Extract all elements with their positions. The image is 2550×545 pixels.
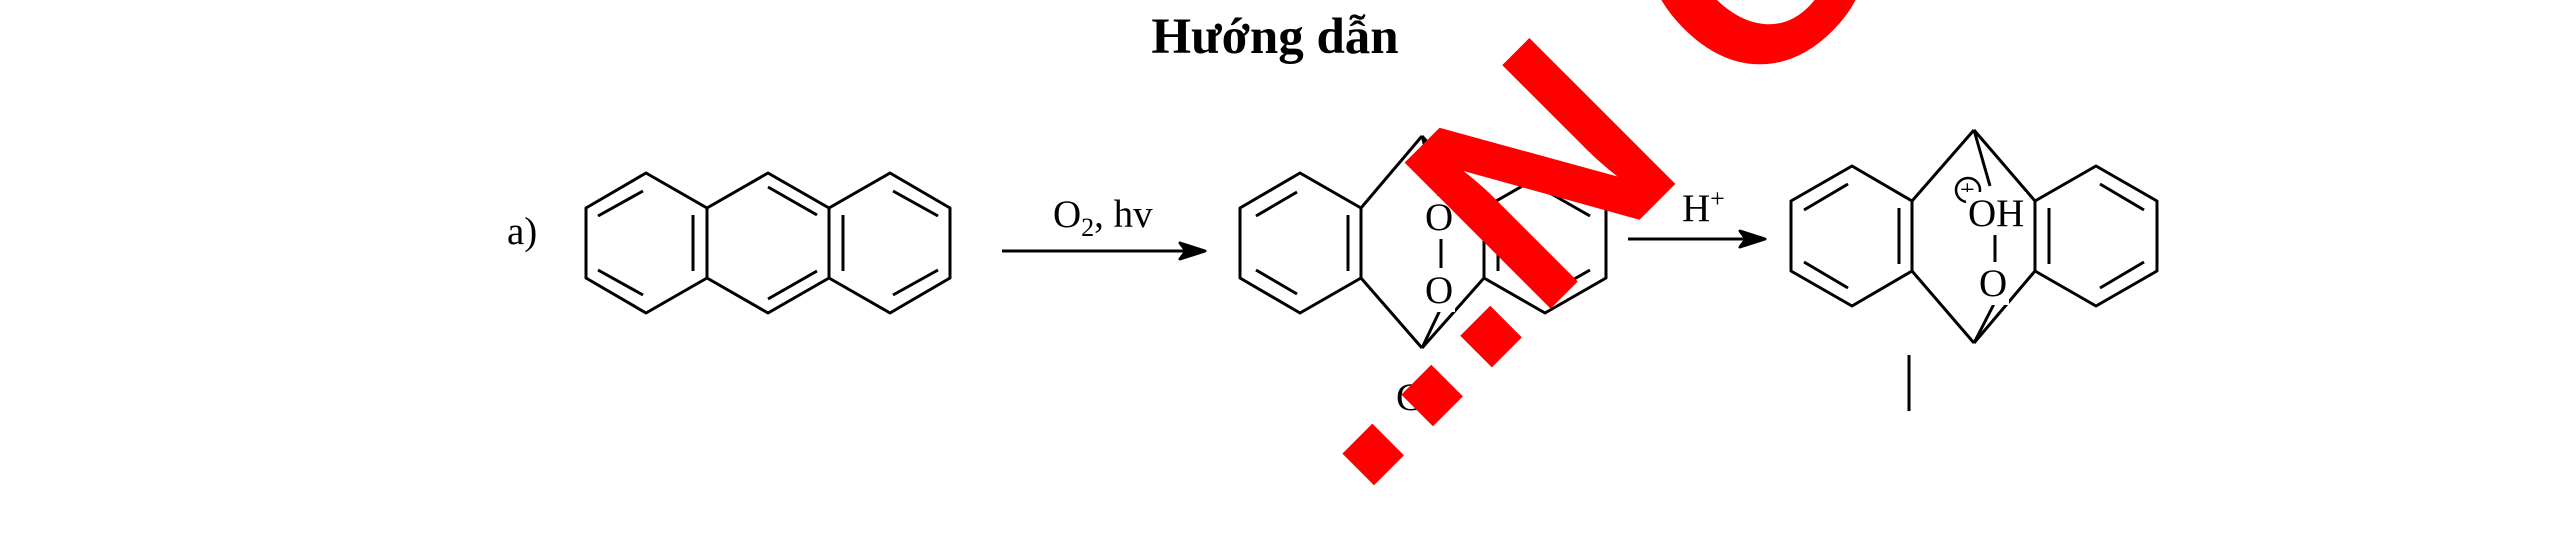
reagent-1-suffix: , hv — [1094, 193, 1153, 236]
endoperoxide-structure — [1238, 135, 1608, 349]
hydroxyl-atom: OH — [1966, 192, 2027, 235]
reaction-arrow-2 — [1628, 229, 1767, 249]
oxygen-atom-2: O — [1423, 269, 1456, 312]
reaction-arrow-1 — [1002, 241, 1207, 261]
oxygen-atom-3: O — [1977, 262, 2010, 305]
reagent-1-label: O2, hv — [1053, 195, 1153, 241]
anthracene-structure — [584, 171, 952, 315]
page-heading: Hướng dẫn — [1151, 9, 1399, 65]
reagent-2-text: H — [1682, 187, 1711, 230]
oxygen-atom-1: O — [1423, 196, 1456, 239]
part-label: a) — [507, 210, 538, 253]
reagent-2-label: H+ — [1682, 184, 1725, 230]
reagent-1-text: O — [1053, 193, 1082, 236]
protonated-structure — [1789, 129, 2159, 344]
reagent-1-subscript: 2 — [1081, 212, 1095, 242]
reaction-scheme — [584, 129, 2159, 411]
reagent-2-superscript: + — [1710, 184, 1725, 213]
